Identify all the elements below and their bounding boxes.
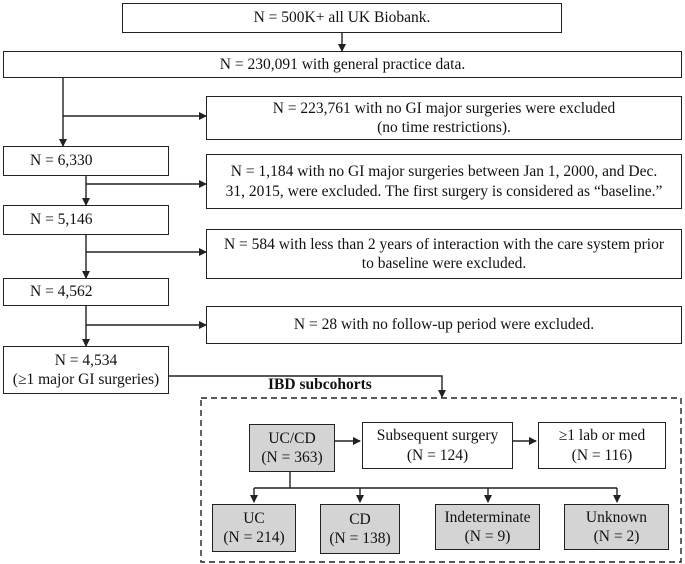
n-6330-label: N = 6,330	[30, 152, 93, 170]
unknown-line1: Unknown	[585, 508, 648, 526]
n-5146-label: N = 5,146	[30, 211, 93, 229]
exclusion-interaction-line2: to baseline were excluded.	[361, 255, 527, 272]
uc-cd-line2: (N = 363)	[261, 449, 323, 466]
n-4562-box: N = 4,562	[3, 278, 169, 306]
uc-cd-box: UC/CD (N = 363)	[249, 424, 335, 472]
n-4534-line1: N = 4,534	[54, 351, 118, 369]
ibd-subcohorts-title: IBD subcohorts	[268, 376, 372, 393]
indeterminate-box: Indeterminate (N = 9)	[435, 504, 540, 550]
exclusion-follow-up-label: N = 28 with no follow-up period were exc…	[293, 316, 595, 334]
n-4534-box: N = 4,534 (≥1 major GI surgeries)	[3, 346, 169, 394]
gp-data-box: N = 230,091 with general practice data.	[3, 51, 682, 78]
lab-or-med-line1: ≥1 lab or med	[558, 427, 646, 445]
n-6330-box: N = 6,330	[3, 146, 169, 176]
cd-line2: (N = 138)	[329, 530, 391, 547]
n-5146-box: N = 5,146	[3, 205, 169, 235]
lab-or-med-box: ≥1 lab or med (N = 116)	[538, 422, 666, 469]
cd-box: CD (N = 138)	[320, 504, 400, 554]
indeterminate-line2: (N = 9)	[464, 528, 511, 545]
exclusion-no-surgery-line2: (no time restrictions).	[377, 119, 511, 136]
lab-or-med-line2: (N = 116)	[571, 446, 633, 464]
uc-cd-line1: UC/CD	[268, 429, 316, 447]
exclusion-time-window-line1: N = 1,184 with no GI major surgeries bet…	[230, 163, 658, 181]
exclusion-interaction-line1: N = 584 with less than 2 years of intera…	[223, 235, 665, 253]
subsequent-surgery-line1: Subsequent surgery	[376, 427, 499, 445]
uc-box: UC (N = 214)	[212, 504, 296, 552]
unknown-box: Unknown (N = 2)	[564, 504, 669, 550]
exclusion-no-surgery-box: N = 223,761 with no GI major surgeries w…	[206, 96, 682, 140]
unknown-line2: (N = 2)	[593, 528, 640, 545]
n-4562-label: N = 4,562	[30, 283, 93, 301]
subsequent-surgery-line2: (N = 124)	[406, 446, 469, 464]
exclusion-time-window-box: N = 1,184 with no GI major surgeries bet…	[206, 154, 682, 209]
exclusion-follow-up-box: N = 28 with no follow-up period were exc…	[206, 306, 682, 344]
exclusion-interaction-box: N = 584 with less than 2 years of intera…	[206, 229, 682, 279]
all-biobank-label: N = 500K+ all UK Biobank.	[253, 9, 431, 27]
uc-line1: UC	[243, 509, 265, 527]
uc-line2: (N = 214)	[223, 529, 285, 546]
all-biobank-box: N = 500K+ all UK Biobank.	[122, 3, 562, 33]
exclusion-no-surgery-line1: N = 223,761 with no GI major surgeries w…	[272, 99, 616, 117]
cd-line1: CD	[349, 510, 371, 528]
n-4534-line2: (≥1 major GI surgeries)	[12, 371, 160, 388]
gp-data-label: N = 230,091 with general practice data.	[219, 55, 466, 73]
indeterminate-line1: Indeterminate	[444, 508, 531, 526]
subsequent-surgery-box: Subsequent surgery (N = 124)	[362, 422, 513, 469]
exclusion-time-window-line2: 31, 2015, were excluded. The first surge…	[225, 182, 663, 200]
